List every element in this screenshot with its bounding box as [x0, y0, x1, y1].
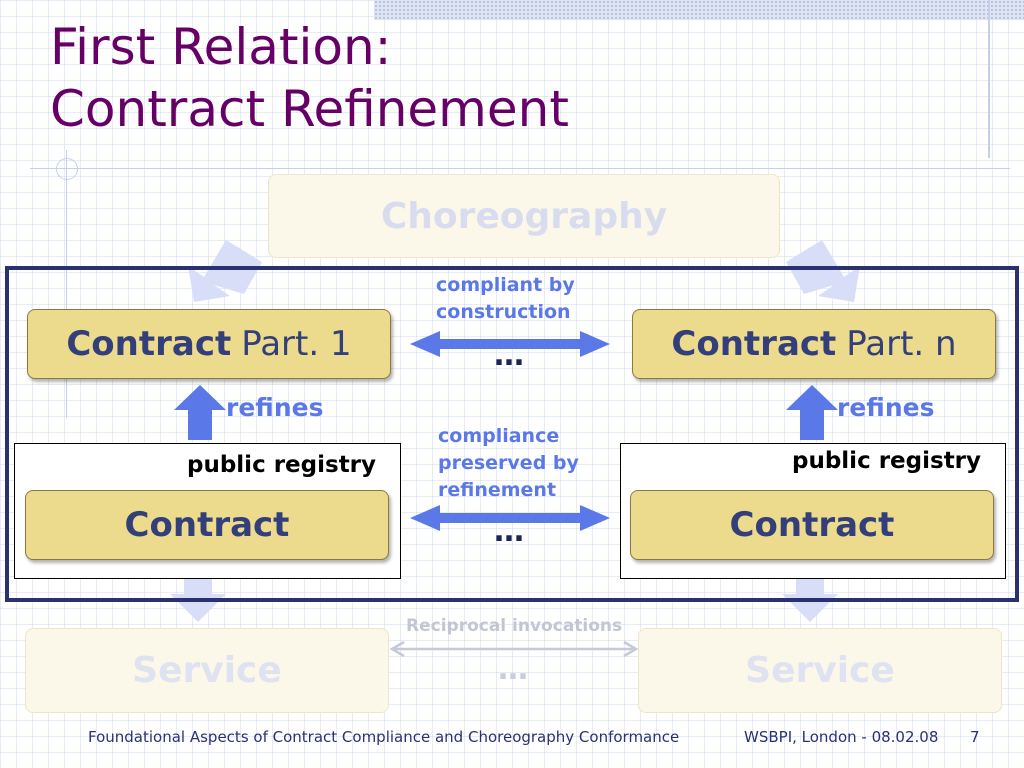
choreography-box: Choreography — [268, 174, 780, 258]
left-registry-contract-label: Contract — [124, 505, 290, 545]
refines-up-arrow-left — [174, 385, 226, 440]
decorative-vertical-line — [988, 0, 990, 158]
preserved-label-line-1: compliance — [438, 425, 560, 447]
title-line-2: Contract Refinement — [50, 80, 569, 138]
footer-page-number: 7 — [970, 728, 980, 746]
choreography-label: Choreography — [380, 195, 668, 237]
compliant-label: compliant by construction — [436, 272, 575, 326]
contract-part-n-box: Contract Part. n — [632, 309, 996, 379]
preserved-label-line-3: refinement — [438, 479, 557, 501]
refines-up-arrow-right — [786, 385, 838, 440]
preserved-double-arrow — [410, 505, 610, 531]
contract-part-1-box: Contract Part. 1 — [27, 309, 391, 379]
header-pattern-band — [374, 0, 1024, 20]
decorative-horizontal-line — [30, 168, 1010, 169]
footer-presentation-title: Foundational Aspects of Contract Complia… — [88, 728, 680, 746]
refines-right-label: refines — [837, 393, 935, 422]
left-service-box: Service — [25, 628, 389, 713]
faded-down-arrow-right — [782, 568, 838, 622]
bottom-ellipsis: … — [498, 652, 529, 687]
contract-part-1-suffix: Part. 1 — [241, 324, 352, 364]
right-registry-contract-box: Contract — [630, 490, 994, 560]
decorative-left-line — [66, 150, 67, 418]
left-service-label: Service — [132, 650, 282, 691]
preserved-label: compliance preserved by refinement — [438, 423, 579, 504]
compliant-label-line-1: compliant by — [436, 274, 575, 296]
faded-down-left-arrow — [188, 240, 262, 302]
faded-down-right-arrow — [786, 240, 860, 302]
right-service-label: Service — [745, 650, 895, 691]
slide-title: First Relation: Contract Refinement — [50, 16, 569, 140]
right-registry-label: public registry — [792, 448, 982, 474]
left-registry-label: public registry — [187, 452, 377, 478]
contract-part-n-suffix: Part. n — [846, 324, 957, 364]
left-registry-contract-box: Contract — [25, 490, 389, 560]
compliant-double-arrow — [410, 331, 610, 357]
right-registry-contract-label: Contract — [729, 505, 895, 545]
contract-part-n-bold: Contract — [671, 324, 837, 364]
reciprocal-double-arrow — [389, 640, 639, 658]
refines-left-label: refines — [226, 393, 324, 422]
compliant-label-line-2: construction — [436, 301, 571, 323]
faded-down-arrow-left — [170, 568, 226, 622]
decorative-circle — [56, 158, 78, 180]
refinement-frame — [5, 266, 1019, 602]
footer-venue-date: WSBPI, London - 08.02.08 — [744, 728, 939, 746]
right-service-box: Service — [638, 628, 1002, 713]
reciprocal-label: Reciprocal invocations — [406, 616, 623, 636]
preserved-label-line-2: preserved by — [438, 452, 579, 474]
contract-part-1-bold: Contract — [66, 324, 232, 364]
title-line-1: First Relation: — [50, 18, 392, 76]
